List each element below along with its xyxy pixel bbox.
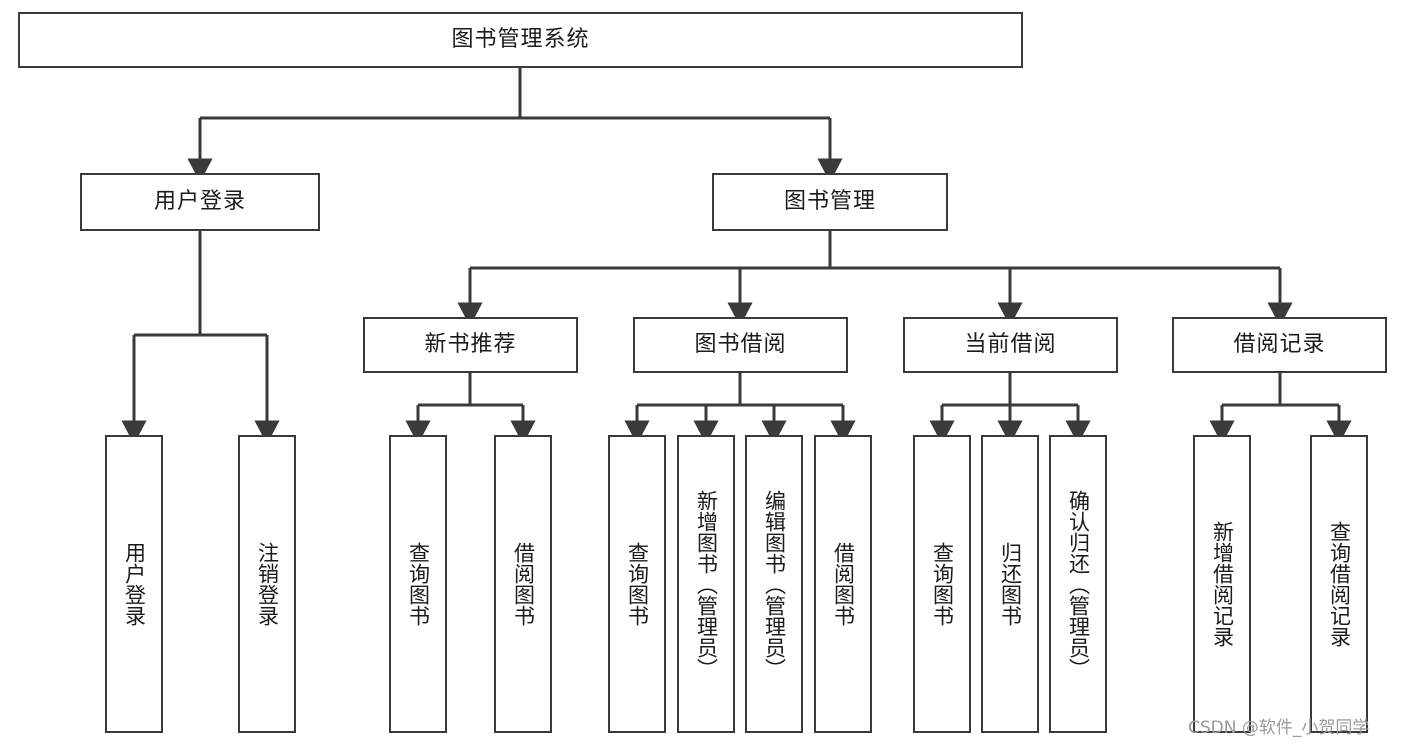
node-label: 新增借阅记录 <box>1210 521 1235 647</box>
leaf-user-login-login[interactable]: 用户登录 <box>105 435 163 733</box>
node-label: 归还图书 <box>998 542 1023 626</box>
node-label: 确认归还（管理员） <box>1066 489 1091 679</box>
node-label: 注销登录 <box>255 542 280 626</box>
node-label: 查询图书 <box>406 542 431 626</box>
node-new-book-recommend[interactable]: 新书推荐 <box>363 317 578 373</box>
leaf-book-borrow-borrow[interactable]: 借阅图书 <box>814 435 872 733</box>
node-book-borrow[interactable]: 图书借阅 <box>633 317 848 373</box>
leaf-new-book-query[interactable]: 查询图书 <box>389 435 447 733</box>
node-label: 编辑图书（管理员） <box>762 489 787 679</box>
node-borrow-records[interactable]: 借阅记录 <box>1172 317 1387 373</box>
leaf-current-borrow-confirm-admin[interactable]: 确认归还（管理员） <box>1049 435 1107 733</box>
leaf-book-borrow-query[interactable]: 查询图书 <box>608 435 666 733</box>
leaf-records-add[interactable]: 新增借阅记录 <box>1193 435 1251 733</box>
node-label: 借阅图书 <box>831 542 856 626</box>
leaf-book-borrow-edit-admin[interactable]: 编辑图书（管理员） <box>745 435 803 733</box>
node-label: 图书管理 <box>783 188 876 214</box>
node-root-book-management-system[interactable]: 图书管理系统 <box>18 12 1023 68</box>
leaf-user-login-logout[interactable]: 注销登录 <box>238 435 296 733</box>
node-label: 当前借阅 <box>964 331 1057 357</box>
leaf-current-borrow-return[interactable]: 归还图书 <box>981 435 1039 733</box>
node-label: 查询图书 <box>625 542 650 626</box>
node-label: 用户登录 <box>122 542 147 626</box>
leaf-new-book-borrow[interactable]: 借阅图书 <box>494 435 552 733</box>
node-label: 图书借阅 <box>694 331 787 357</box>
node-label: 新增图书（管理员） <box>694 489 719 679</box>
node-label: 新书推荐 <box>424 331 517 357</box>
node-label: 用户登录 <box>153 188 246 214</box>
node-book-management[interactable]: 图书管理 <box>712 173 948 231</box>
node-label: 查询借阅记录 <box>1327 521 1352 647</box>
node-current-borrow[interactable]: 当前借阅 <box>903 317 1118 373</box>
leaf-records-query[interactable]: 查询借阅记录 <box>1310 435 1368 733</box>
csdn-watermark: CSDN @软件_小贺同学 <box>1188 718 1370 738</box>
node-label: 查询图书 <box>930 542 955 626</box>
node-label: 借阅记录 <box>1233 331 1326 357</box>
leaf-book-borrow-add-admin[interactable]: 新增图书（管理员） <box>677 435 735 733</box>
node-label: 借阅图书 <box>511 542 536 626</box>
leaf-current-borrow-query[interactable]: 查询图书 <box>913 435 971 733</box>
node-label: 图书管理系统 <box>451 26 590 52</box>
node-user-login[interactable]: 用户登录 <box>80 173 320 231</box>
